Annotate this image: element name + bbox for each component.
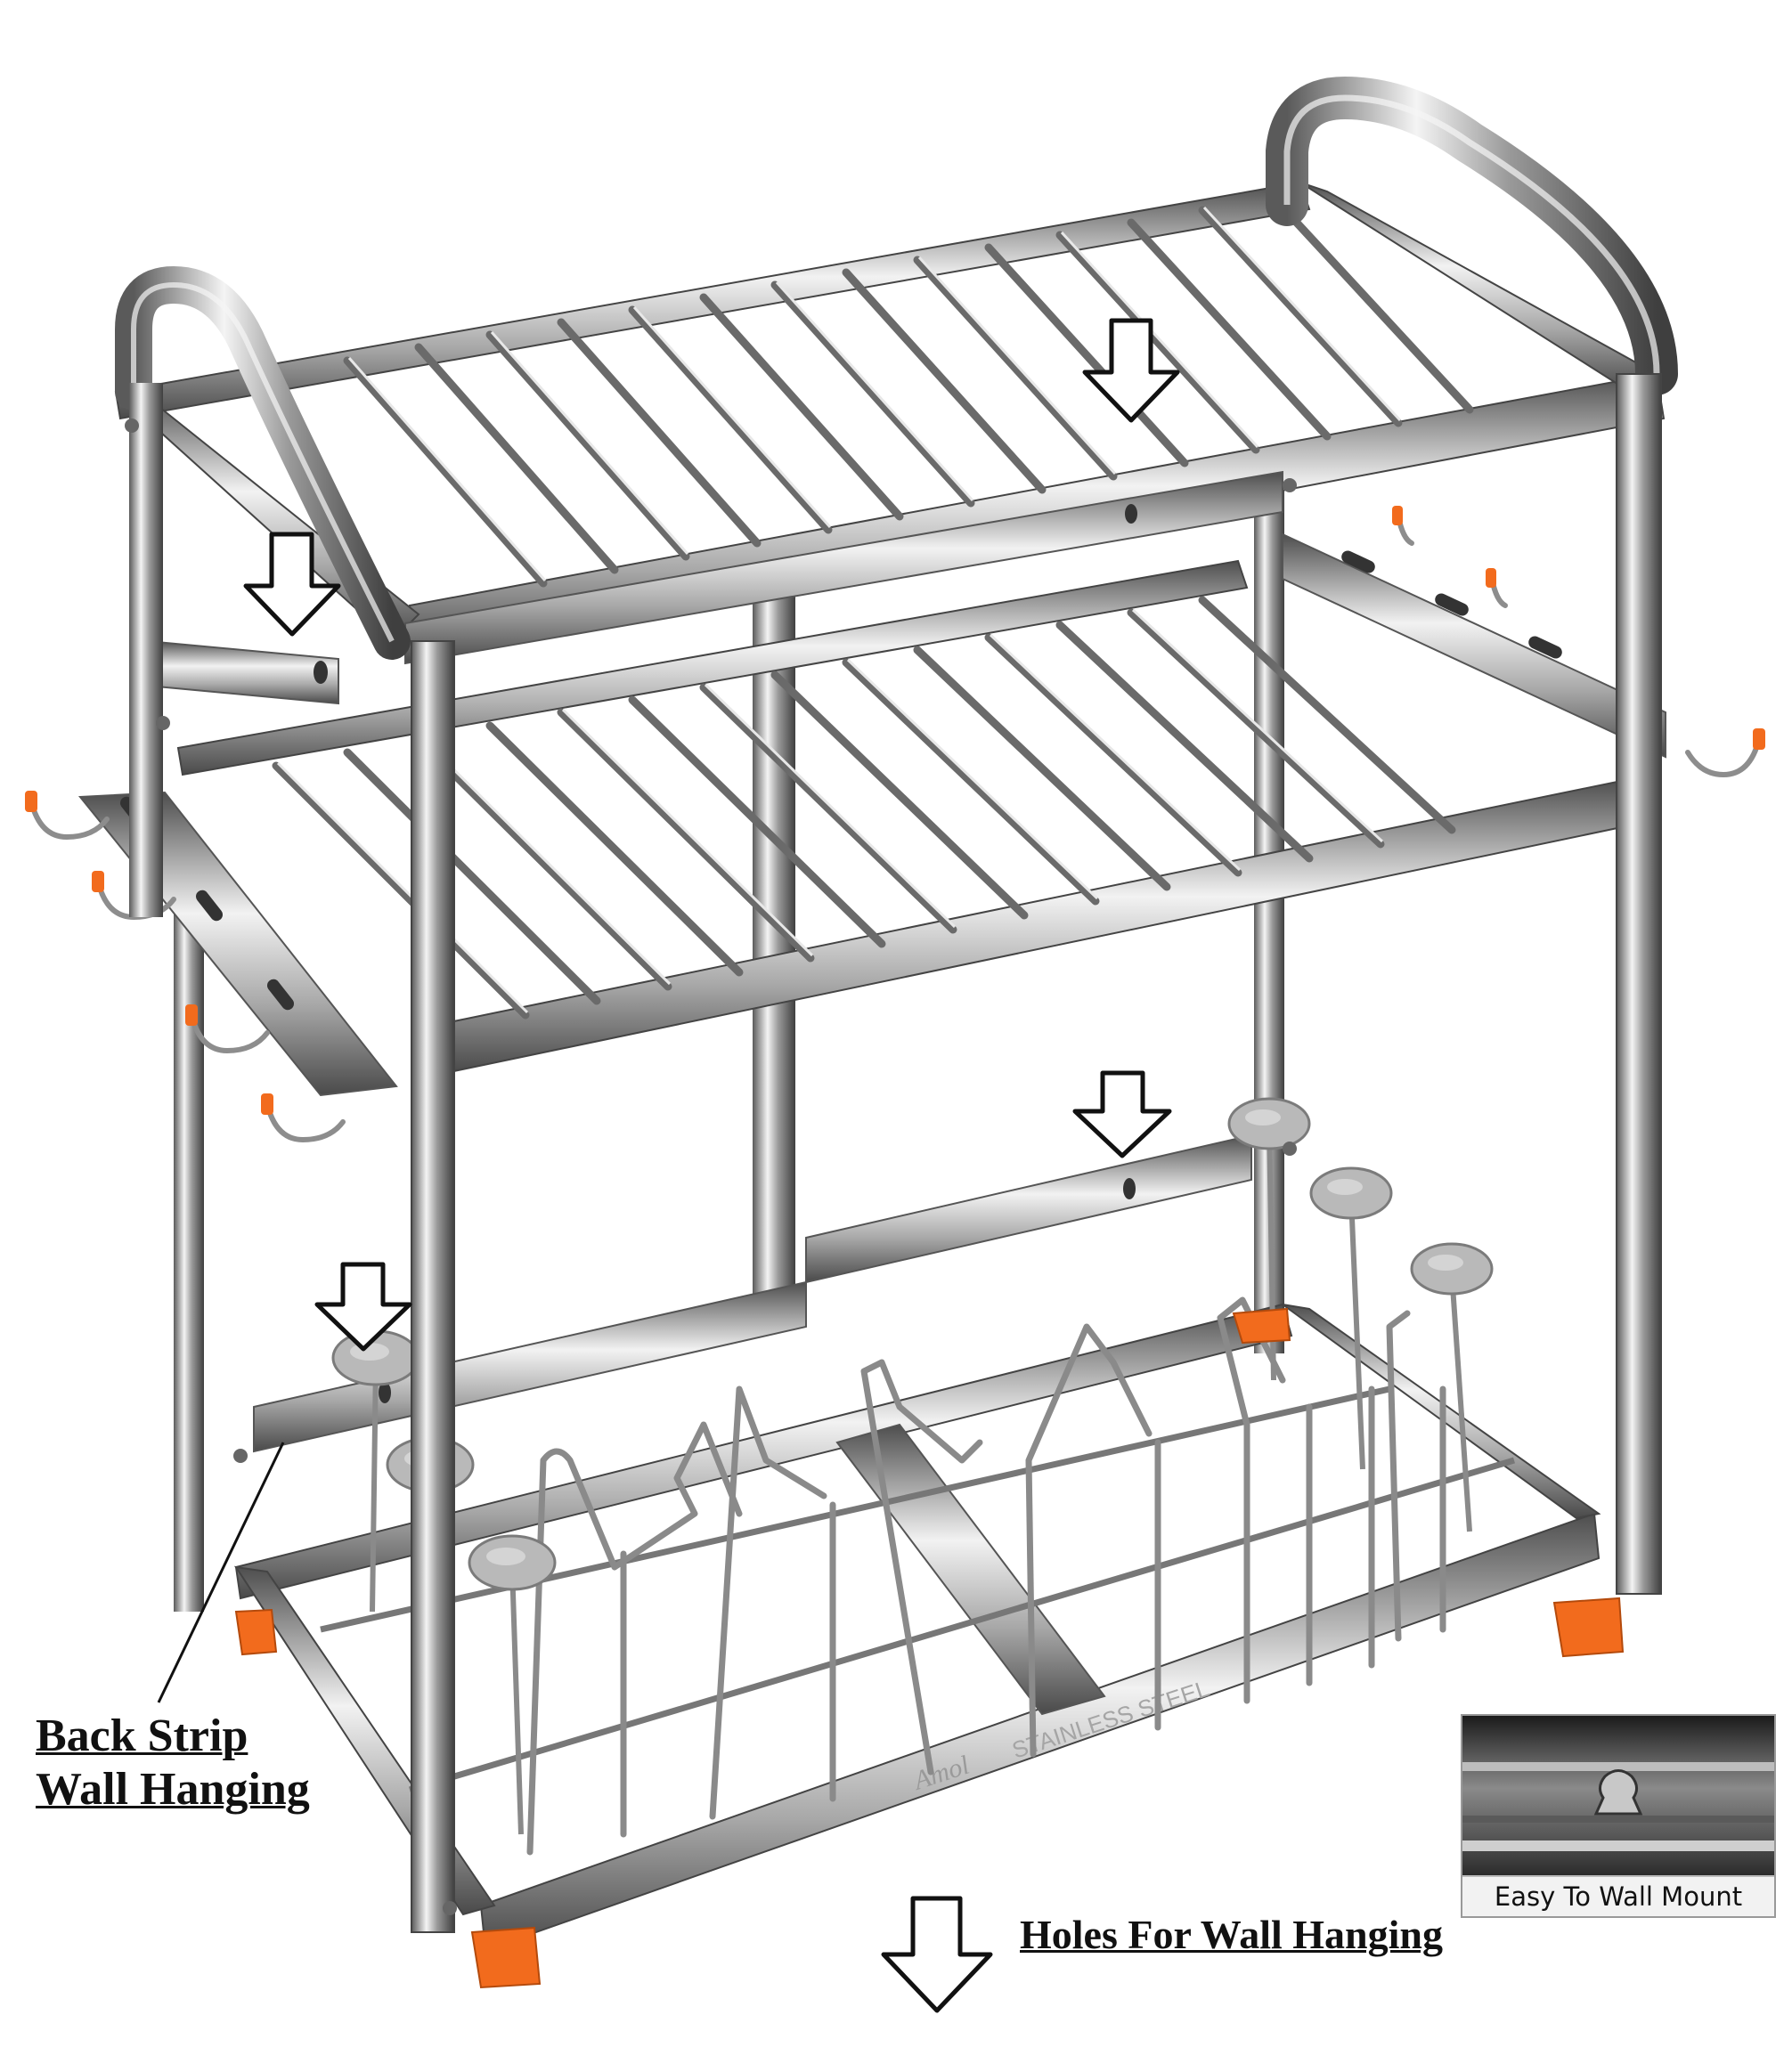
- lower-back-strips: [253, 1134, 1252, 1453]
- hooks: [29, 514, 1762, 1143]
- back-uprights: [174, 463, 1284, 1612]
- hook-icon: [1685, 736, 1762, 778]
- down-arrow-icon: [881, 1896, 993, 2013]
- hook-icon: [265, 1101, 346, 1143]
- wall-mount-inset: Easy To Wall Mount: [1461, 1714, 1776, 1918]
- back-strip-caption-line-2: Wall Hanging: [36, 1764, 310, 1815]
- holes-caption: Holes For Wall Hanging: [1020, 1912, 1443, 1957]
- arrows: [243, 318, 1180, 2013]
- keyhole-slot-icon: [1593, 1769, 1643, 1816]
- keyhole-slot-icon: [314, 661, 328, 684]
- rubber-feet: [234, 1307, 1625, 1989]
- keyhole-slot-icon: [1125, 504, 1137, 524]
- left-hook-strip: [146, 639, 339, 705]
- callout-line: [157, 1442, 285, 1703]
- hook-tips: [25, 506, 1765, 1115]
- down-arrow-icon: [1082, 318, 1180, 423]
- back-strip-caption: Back Strip Wall Hanging: [36, 1710, 310, 1816]
- down-arrow-icon: [314, 1262, 412, 1352]
- keyhole-slot-icon: [1123, 1178, 1136, 1199]
- inset-label: Easy To Wall Mount: [1462, 1875, 1774, 1916]
- down-arrow-icon: [1072, 1070, 1172, 1158]
- back-strip-caption-line-1: Back Strip: [36, 1710, 248, 1761]
- down-arrow-icon: [243, 532, 341, 637]
- keyhole-slot-icon: [379, 1382, 391, 1403]
- inset-photo: [1462, 1716, 1774, 1877]
- front-uprights: [115, 76, 1678, 1933]
- hook-icon: [189, 1012, 270, 1054]
- hook-icon: [29, 799, 110, 841]
